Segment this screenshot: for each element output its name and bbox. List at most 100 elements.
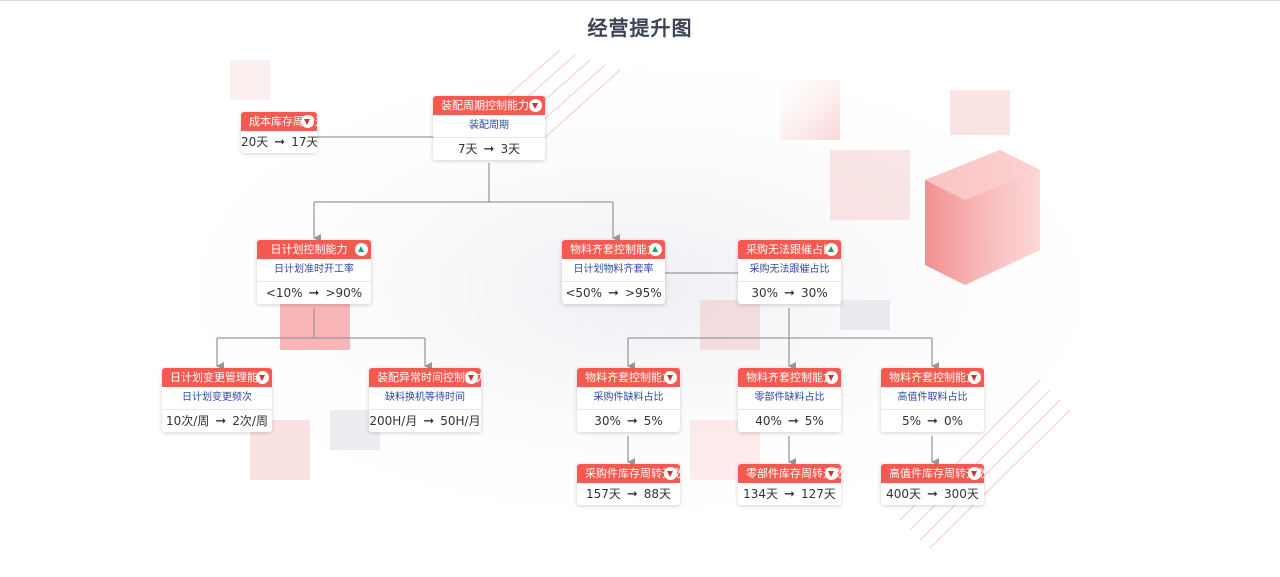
trend-down-icon <box>256 371 269 384</box>
node-header: 成本库存周转天数 <box>241 112 317 131</box>
value-from: <10% <box>265 286 303 300</box>
trend-down-icon <box>664 467 677 480</box>
node-title: 物料齐套控制能力 <box>746 371 834 384</box>
node-purchased-parts-turnover[interactable]: 采购件库存周转天数 157天➞88天 <box>577 464 680 505</box>
node-components-shortage[interactable]: 物料齐套控制能力 零部件缺料占比 40% ➞ 5% <box>738 368 841 432</box>
value-to: 2次/周 <box>232 414 268 428</box>
node-inventory-turnover[interactable]: 成本库存周转天数 20天 ➞ 17天 <box>241 112 317 153</box>
node-title: 采购无法跟催占比 <box>746 243 834 256</box>
value-from: 30% <box>594 414 621 428</box>
node-purchase-untrackable[interactable]: 采购无法跟催占比 采购无法跟催占比 30%➞30% <box>738 240 841 304</box>
trend-down-icon <box>529 99 542 112</box>
node-metric[interactable]: 缺料换机等待时间 <box>369 387 481 410</box>
node-metric[interactable]: 采购件缺料占比 <box>577 387 680 410</box>
value-to: 127天 <box>800 487 836 501</box>
trend-up-icon <box>355 243 368 256</box>
node-metric[interactable]: 日计划物料齐套率 <box>562 259 665 282</box>
node-title: 成本库存周转天数 <box>249 115 317 128</box>
node-material-kit-control[interactable]: 物料齐套控制能力 日计划物料齐套率 <50% ➞ >95% <box>562 240 665 304</box>
value-to: 17天 <box>291 135 317 149</box>
node-metric[interactable]: 日计划准时开工率 <box>257 259 371 282</box>
trend-up-icon <box>649 243 662 256</box>
value-to: 0% <box>943 414 963 428</box>
node-metric[interactable]: 高值件取料占比 <box>881 387 984 410</box>
arrow-right-icon: ➞ <box>215 414 227 429</box>
node-header: 物料齐套控制能力 <box>577 368 680 387</box>
value-from: 40% <box>755 414 782 428</box>
node-metric[interactable]: 日计划变更频次 <box>162 387 272 410</box>
value-to: 3天 <box>500 142 521 156</box>
node-title: 物料齐套控制能力 <box>889 371 977 384</box>
value-from: 157天 <box>585 487 621 501</box>
node-header: 高值件库存周转天数 <box>881 464 984 483</box>
trend-up-icon <box>825 243 838 256</box>
node-high-value-picking[interactable]: 物料齐套控制能力 高值件取料占比 5%➞0% <box>881 368 984 432</box>
trend-down-icon <box>968 371 981 384</box>
node-value: 200H/月➞50H/月 <box>369 410 481 432</box>
node-title: 装配周期控制能力 <box>441 99 529 112</box>
node-value: 5%➞0% <box>881 410 984 432</box>
node-assembly-exception-time[interactable]: 装配异常时间控制能力 缺料换机等待时间 200H/月➞50H/月 <box>369 368 481 432</box>
value-from: 5% <box>902 414 922 428</box>
top-divider <box>0 0 1280 1</box>
node-title: 日计划控制能力 <box>270 243 348 256</box>
arrow-right-icon: ➞ <box>787 414 799 429</box>
node-title: 日计划变更管理能力 <box>170 371 269 384</box>
node-header: 装配周期控制能力 <box>433 96 545 115</box>
node-header: 采购件库存周转天数 <box>577 464 680 483</box>
arrow-right-icon: ➞ <box>608 286 619 301</box>
node-header: 采购无法跟催占比 <box>738 240 841 259</box>
arrow-right-icon: ➞ <box>626 414 638 429</box>
value-from: 20天 <box>241 135 269 149</box>
node-header: 物料齐套控制能力 <box>881 368 984 387</box>
node-value: 10次/周 ➞ 2次/周 <box>162 410 272 432</box>
node-header: 日计划变更管理能力 <box>162 368 272 387</box>
node-value: 7天 ➞ 3天 <box>433 138 545 160</box>
value-from: 400天 <box>886 487 922 501</box>
trend-down-icon <box>301 115 314 128</box>
value-from: 7天 <box>457 142 478 156</box>
value-to: 300天 <box>943 487 979 501</box>
node-header: 日计划控制能力 <box>257 240 371 259</box>
node-value: 30%➞30% <box>738 282 841 304</box>
node-title: 高值件库存周转天数 <box>889 467 984 480</box>
node-title: 物料齐套控制能力 <box>570 243 658 256</box>
value-to: >90% <box>325 286 363 300</box>
node-plan-change-management[interactable]: 日计划变更管理能力 日计划变更频次 10次/周 ➞ 2次/周 <box>162 368 272 432</box>
node-header: 物料齐套控制能力 <box>562 240 665 259</box>
page-title: 经营提升图 <box>587 16 693 40</box>
value-to: 50H/月 <box>440 414 481 428</box>
node-value: 400天 ➞ 300天 <box>881 483 984 505</box>
node-components-turnover[interactable]: 零部件库存周转天数 134天➞127天 <box>738 464 841 505</box>
node-title: 装配异常时间控制能力 <box>377 371 481 384</box>
trend-down-icon <box>825 467 838 480</box>
node-purchased-parts-shortage[interactable]: 物料齐套控制能力 采购件缺料占比 30%➞5% <box>577 368 680 432</box>
node-value: 40% ➞ 5% <box>738 410 841 432</box>
value-from: 200H/月 <box>369 414 418 428</box>
value-to: 5% <box>804 414 824 428</box>
node-metric[interactable]: 零部件缺料占比 <box>738 387 841 410</box>
node-header: 装配异常时间控制能力 <box>369 368 481 387</box>
node-daily-plan-control[interactable]: 日计划控制能力 日计划准时开工率 <10% ➞ >90% <box>257 240 371 304</box>
arrow-right-icon: ➞ <box>927 487 938 502</box>
arrow-right-icon: ➞ <box>784 487 795 502</box>
value-from: <50% <box>565 286 603 300</box>
arrow-right-icon: ➞ <box>274 135 286 150</box>
value-to: >95% <box>624 286 662 300</box>
node-title: 零部件库存周转天数 <box>746 467 841 480</box>
node-metric[interactable]: 采购无法跟催占比 <box>738 259 841 282</box>
trend-down-icon <box>968 467 981 480</box>
arrow-right-icon: ➞ <box>483 142 495 157</box>
node-high-value-turnover[interactable]: 高值件库存周转天数 400天 ➞ 300天 <box>881 464 984 505</box>
arrow-right-icon: ➞ <box>308 286 320 301</box>
node-metric[interactable]: 装配周期 <box>433 115 545 138</box>
node-value: 30%➞5% <box>577 410 680 432</box>
value-from: 10次/周 <box>166 414 210 428</box>
node-header: 零部件库存周转天数 <box>738 464 841 483</box>
node-value: 134天➞127天 <box>738 483 841 505</box>
value-to: 30% <box>800 286 828 300</box>
node-value: 20天 ➞ 17天 <box>241 131 317 153</box>
node-assembly-cycle[interactable]: 装配周期控制能力 装配周期 7天 ➞ 3天 <box>433 96 545 160</box>
node-value: <10% ➞ >90% <box>257 282 371 304</box>
